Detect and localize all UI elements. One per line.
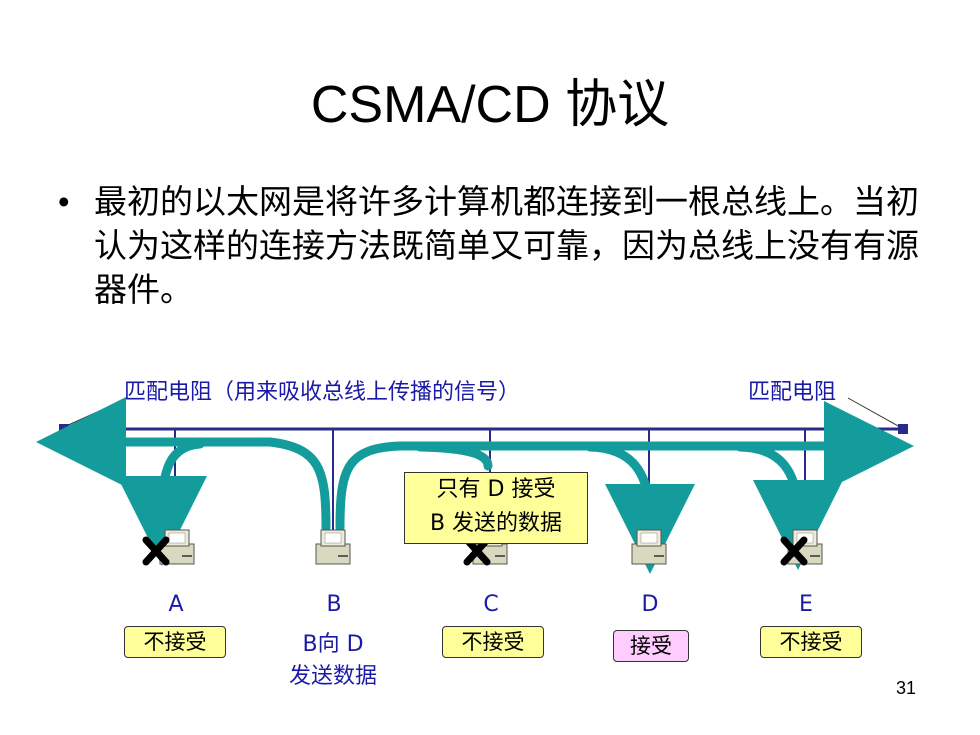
terminator-right-pointer <box>847 397 901 428</box>
signal-arrow-to-e <box>735 442 843 570</box>
computer-b-icon <box>315 529 351 565</box>
signal-arrow-to-d <box>585 442 695 574</box>
signal-arrow-to-c <box>415 442 493 471</box>
terminator-right-label: 匹配电阻 <box>748 380 837 405</box>
status-badge-a: 不接受 <box>124 626 226 658</box>
node-label-e: E <box>799 592 813 617</box>
terminator-left <box>59 424 69 434</box>
node-label-d: D <box>641 592 659 617</box>
callout-line-1: 只有 D 接受 <box>436 477 556 502</box>
callout-line-2: B 发送的数据 <box>429 511 563 536</box>
status-b-line-1: B向 D <box>302 632 364 657</box>
bullet-text: 最初的以太网是将许多计算机都连接到一根总线上。当初认为这样的连接方法既简单又可靠… <box>94 182 919 309</box>
node-label-c: C <box>483 592 499 617</box>
status-badge-e: 不接受 <box>760 626 862 658</box>
callout-box: 只有 D 接受 B 发送的数据 <box>404 472 588 544</box>
signal-arrow-to-a <box>117 439 208 566</box>
signal-arrow-right <box>335 401 914 533</box>
reject-x-icon-a <box>142 536 170 566</box>
status-b-line-2: 发送数据 <box>288 664 377 689</box>
slide-title: CSMA/CD 协议 <box>310 76 670 134</box>
bullet-symbol: • <box>58 183 70 220</box>
node-label-a: A <box>168 592 184 617</box>
computer-d-icon <box>631 529 667 565</box>
status-badge-d: 接受 <box>613 630 689 662</box>
status-badge-c: 不接受 <box>442 626 544 658</box>
signal-arrow-left <box>36 397 331 533</box>
terminator-left-label: 匹配电阻（用来吸收总线上传播的信号） <box>124 380 521 405</box>
terminator-right <box>898 424 908 434</box>
terminator-left-pointer <box>63 397 129 428</box>
node-label-b: B <box>326 592 342 617</box>
reject-x-icon-e <box>780 536 808 566</box>
page-number: 31 <box>895 678 916 698</box>
